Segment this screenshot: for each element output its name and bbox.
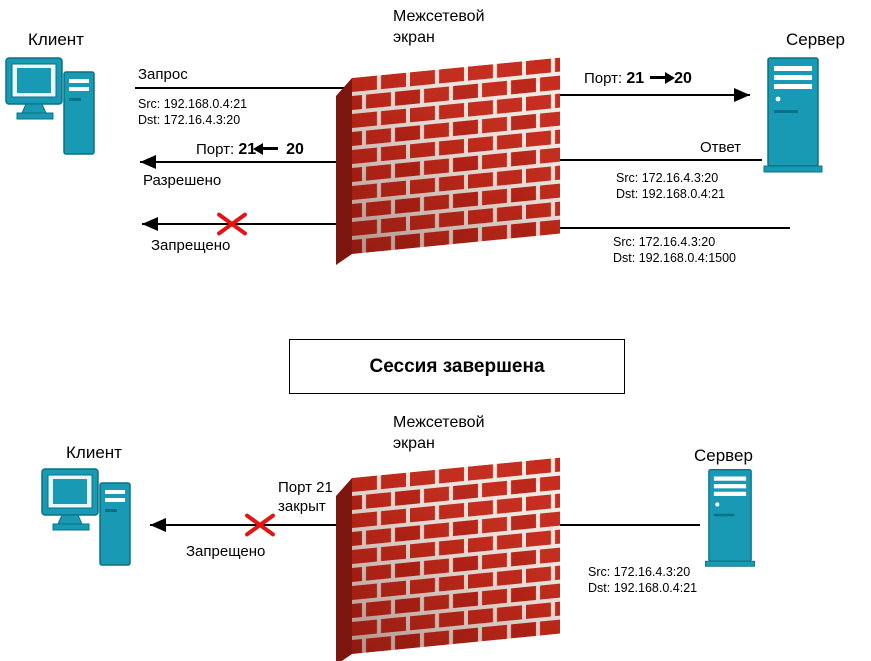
port-to: 20 <box>286 141 304 158</box>
firewall-label-line2: экран <box>393 435 435 452</box>
client-computer-icon <box>41 468 131 566</box>
firewall-brick-wall-icon <box>336 457 560 661</box>
bottom-blocked-label: Запрещено <box>186 543 266 560</box>
request-src-dst: Src: 192.168.0.4:21 Dst: 172.16.4.3:20 <box>138 96 247 128</box>
top-server-label: Сервер <box>786 30 845 49</box>
dst-line: Dst: 192.168.0.4:1500 <box>613 251 737 265</box>
port-forward-label: Порт: 21 20 <box>584 70 692 88</box>
response-line <box>520 159 762 161</box>
dst-line: Dst: 172.16.4.3:20 <box>138 113 241 127</box>
src-line: Src: 192.168.0.4:21 <box>138 97 248 111</box>
blocked-x-icon <box>217 209 247 239</box>
response-src-dst: Src: 172.16.4.3:20 Dst: 192.168.0.4:21 <box>616 170 725 202</box>
server-icon <box>705 469 755 567</box>
blocked-right-line <box>540 227 790 229</box>
firewall-brick-wall-icon <box>336 57 560 265</box>
blocked-arrow-line <box>142 217 462 231</box>
client-computer-icon <box>5 57 95 155</box>
top-firewall-label: Межсетевой экран <box>393 6 485 48</box>
dst-line: Dst: 192.168.0.4:21 <box>588 581 698 595</box>
firewall-label-line1: Межсетевой <box>393 8 485 25</box>
port-from: 21 <box>626 70 645 87</box>
top-client-label: Клиент <box>28 30 84 49</box>
port-from: 21 <box>238 141 257 158</box>
request-label: Запрос <box>138 66 188 83</box>
arrow-right-icon <box>650 71 676 84</box>
session-ended-banner: Сессия завершена <box>289 339 625 394</box>
src-line: Src: 172.16.4.3:20 <box>613 235 716 249</box>
bottom-firewall-label: Межсетевой экран <box>393 412 485 454</box>
port-to: 20 <box>674 70 692 87</box>
arrow-left-icon <box>253 142 279 155</box>
port-closed-label: Порт 21 закрыт <box>278 478 333 516</box>
firewall-label-line2: экран <box>393 29 435 46</box>
firewall-label-line1: Межсетевой <box>393 414 485 431</box>
bottom-src-dst: Src: 172.16.4.3:20 Dst: 192.168.0.4:21 <box>588 564 697 596</box>
bottom-client-label: Клиент <box>66 443 122 462</box>
port-closed-line2: закрыт <box>278 498 326 515</box>
port-prefix: Порт: <box>196 141 235 158</box>
blocked-label: Запрещено <box>151 237 231 254</box>
blocked-x-icon <box>245 510 275 540</box>
server-icon <box>763 57 823 173</box>
src-line: Src: 172.16.4.3:20 <box>588 565 691 579</box>
request-line <box>135 87 385 89</box>
dst-line: Dst: 192.168.0.4:21 <box>616 187 726 201</box>
allowed-arrow-line <box>140 155 362 169</box>
response-label: Ответ <box>700 139 742 156</box>
port-closed-line1: Порт 21 <box>278 479 333 496</box>
port-prefix: Порт: <box>584 70 623 87</box>
allowed-label: Разрешено <box>143 172 222 189</box>
bottom-server-label: Сервер <box>694 446 753 465</box>
blocked-src-dst: Src: 172.16.4.3:20 Dst: 192.168.0.4:1500 <box>613 234 736 266</box>
src-line: Src: 172.16.4.3:20 <box>616 171 719 185</box>
forward-arrow-line <box>480 88 750 102</box>
port-back-label: Порт: 21 20 <box>196 141 304 159</box>
